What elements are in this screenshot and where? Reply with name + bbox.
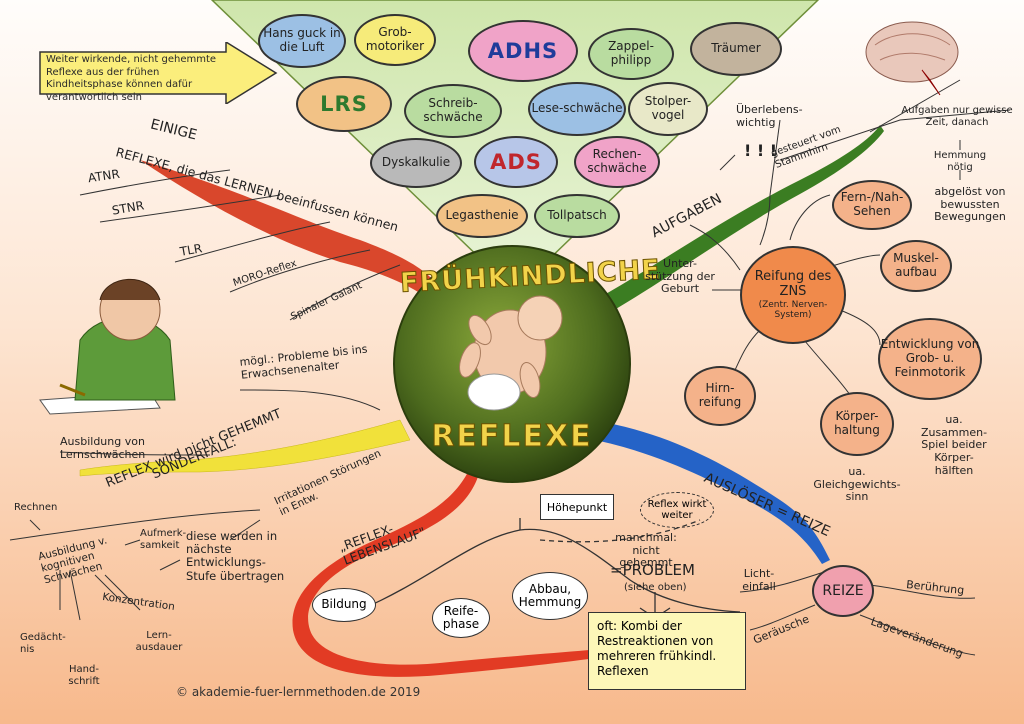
hoehepunkt-box: Höhepunkt bbox=[540, 494, 614, 520]
branch-blue bbox=[585, 420, 830, 564]
bubble-leseschwaeche: Lese-schwäche bbox=[528, 82, 626, 136]
bubble-grobmotoriker: Grob-motoriker bbox=[354, 14, 436, 66]
node-fern-nah: Fern-/Nah-Sehen bbox=[832, 180, 912, 230]
bubble-hans-guck: Hans guck in die Luft bbox=[258, 14, 346, 68]
baby-illustration bbox=[459, 295, 563, 411]
handschrift-label: Hand-schrift bbox=[68, 664, 100, 687]
node-muskelaufbau: Muskel-aufbau bbox=[880, 240, 952, 292]
diese-werden-label: diese werden in nächste Entwicklungs-Stu… bbox=[186, 529, 285, 583]
bildung-oval: Bildung bbox=[312, 588, 376, 622]
bubble-stolpervogel: Stolper-vogel bbox=[628, 82, 708, 136]
bubble-lrs: LRS bbox=[296, 76, 392, 132]
reflex-wirkt-oval: Reflex wirkt weiter bbox=[640, 492, 714, 528]
node-koerperhaltung: Körper-haltung bbox=[820, 392, 894, 456]
exclamation-marks: ! ! ! bbox=[744, 141, 778, 160]
gedaechtnis-label: Gedächt-nis bbox=[20, 632, 66, 655]
bubble-tollpatsch: Tollpatsch bbox=[534, 194, 620, 238]
bubble-adhs: ADHS bbox=[468, 20, 578, 82]
reflexe-lines bbox=[79, 169, 401, 321]
bubble-legasthenie: Legasthenie bbox=[436, 194, 528, 238]
reiz-lichteinfall: Licht-einfall bbox=[742, 567, 776, 593]
aufmerksamkeit-label: Aufmerk-samkeit bbox=[140, 528, 187, 551]
ua-zusammenspiel-label: ua. Zusammen-Spiel beider Körper-hälften bbox=[920, 413, 988, 477]
rechnen-label: Rechnen bbox=[14, 502, 58, 513]
abbau-oval: Abbau, Hemmung bbox=[512, 572, 588, 620]
reifung-zns-label: Reifung des ZNS bbox=[754, 268, 832, 299]
bubble-traeumer: Träumer bbox=[690, 22, 782, 76]
branch-yellow bbox=[79, 419, 411, 477]
bubble-zappelphilipp: Zappel-philipp bbox=[588, 28, 674, 80]
oft-kombi-box: oft: Kombi der Restreaktionen von mehrer… bbox=[588, 612, 746, 690]
manchmal-label: manchmal: nicht gehemmt bbox=[615, 531, 677, 570]
bubble-dyskalkulie: Dyskalkulie bbox=[370, 138, 462, 188]
branch-green bbox=[595, 125, 884, 318]
siehe-oben-label: (siehe oben) bbox=[624, 582, 687, 593]
arrow-note-text: Weiter wirkende, nicht gehemmte Reflexe … bbox=[46, 54, 217, 103]
bubble-schreibschwaeche: Schreib-schwäche bbox=[404, 84, 502, 138]
boy-illustration bbox=[39, 278, 176, 415]
ua-gleichgewicht-label: ua. Gleichgewichts-sinn bbox=[813, 465, 901, 504]
copyright: © akademie-fuer-lernmethoden.de 2019 bbox=[176, 685, 421, 699]
arrow-note: Weiter wirkende, nicht gehemmte Reflexe … bbox=[38, 42, 278, 104]
bubble-ads: ADS bbox=[474, 136, 558, 188]
brain-illustration bbox=[865, 21, 959, 96]
reifung-zns-sub: (Zentr. Nerven-System) bbox=[758, 299, 828, 320]
reize-node: REIZE bbox=[812, 565, 874, 617]
abgeloest-label: abgelöst von bewussten Bewegungen bbox=[934, 185, 1006, 224]
unterstuetzung-label: Unter-stützung der Geburt bbox=[645, 257, 715, 296]
arrow-note-shape bbox=[39, 42, 278, 104]
reifephase-oval: Reife-phase bbox=[432, 598, 490, 638]
ueberlebenswichtig: Überlebens-wichtig bbox=[736, 103, 803, 129]
center-title-bottom: REFLEXE bbox=[431, 419, 593, 454]
reifung-zns: Reifung des ZNS (Zentr. Nerven-System) bbox=[740, 246, 846, 344]
bubble-rechenschwaeche: Rechen-schwäche bbox=[574, 136, 660, 188]
aufgaben-lines bbox=[719, 79, 1011, 196]
problem-label: =PROBLEM bbox=[610, 561, 695, 579]
lernausdauer-label: Lern-ausdauer bbox=[135, 630, 183, 653]
node-hirnreifung: Hirn-reifung bbox=[684, 366, 756, 426]
sonderfall-lines bbox=[9, 389, 381, 621]
branch-red bbox=[140, 160, 440, 300]
node-motorik: Entwicklung von Grob- u. Feinmotorik bbox=[878, 318, 982, 400]
aufgaben-nur-label: Aufgaben nur gewisse Zeit, danach bbox=[901, 105, 1013, 128]
hemmung-label: Hemmung nötig bbox=[933, 150, 987, 173]
oft-kombi-text: oft: Kombi der Restreaktionen von mehrer… bbox=[597, 619, 717, 678]
ausbildung-von-label: Ausbildung von Lernschwächen bbox=[60, 435, 146, 461]
hoehepunkt-label: Höhepunkt bbox=[546, 500, 608, 514]
